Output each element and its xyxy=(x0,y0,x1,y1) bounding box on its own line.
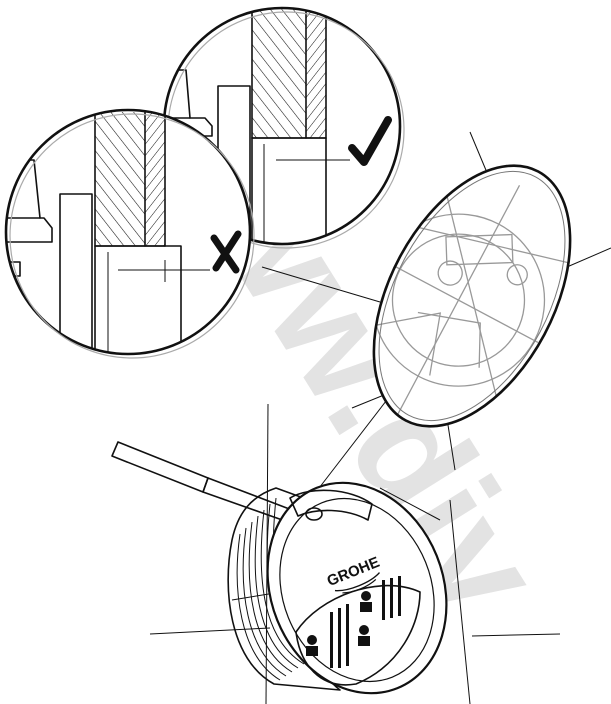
cross-icon xyxy=(210,230,242,274)
thermostat-body: GROHE xyxy=(227,481,448,695)
check-icon xyxy=(348,116,392,166)
detail-incorrect xyxy=(4,108,255,359)
label-figures xyxy=(306,576,401,668)
screwdriver xyxy=(111,441,293,523)
magnified-view xyxy=(371,164,590,428)
